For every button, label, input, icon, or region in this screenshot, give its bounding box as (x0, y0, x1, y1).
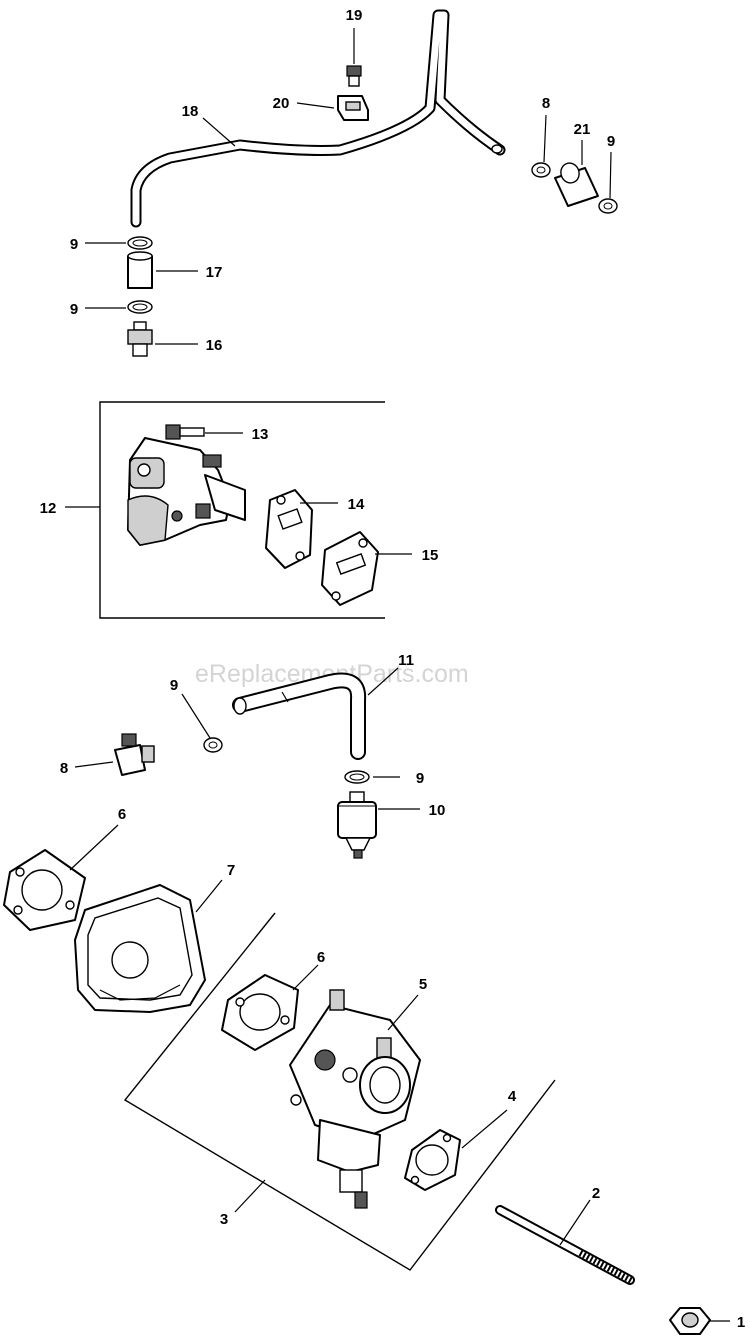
callout-2: 2 (592, 1185, 600, 1202)
callout-14: 14 (348, 496, 365, 513)
callout-9-mid-right: 9 (416, 770, 424, 787)
screw-part-19 (346, 65, 362, 87)
callout-9-top: 9 (607, 133, 615, 150)
hose-clamp-part-9-top (598, 198, 618, 214)
callout-7: 7 (227, 862, 235, 879)
callout-13: 13 (252, 426, 269, 443)
callout-18: 18 (182, 103, 199, 120)
callout-21: 21 (574, 121, 591, 138)
hose-clamp-part-9-mid-right (344, 770, 370, 784)
callout-17: 17 (206, 264, 223, 281)
hose-part-17 (127, 251, 153, 289)
callout-9-lower: 9 (70, 301, 78, 318)
callout-1: 1 (737, 1314, 745, 1331)
heat-shield-part-7 (74, 884, 206, 1013)
callout-8-top: 8 (542, 95, 550, 112)
stud-part-2 (495, 1205, 635, 1285)
callout-20: 20 (273, 95, 290, 112)
elbow-fitting-part-8 (114, 733, 155, 776)
callout-11: 11 (398, 652, 414, 669)
gasket-part-14 (265, 489, 313, 569)
nut-part-1 (669, 1307, 711, 1335)
gasket-part-6-left (3, 849, 86, 931)
hose-clamp-part-9-upper (127, 236, 153, 250)
callout-12: 12 (40, 500, 57, 517)
hose-clamp-part-9-mid-left (203, 737, 223, 753)
carburetor-group-frame (123, 912, 556, 1271)
hose-clamp-part-9-lower (127, 300, 153, 314)
screw-part-13 (165, 424, 205, 440)
callout-10: 10 (429, 802, 446, 819)
callout-6-inner: 6 (317, 949, 325, 966)
fuel-pump-part-12 (127, 437, 246, 546)
fuel-filter-part-10 (337, 791, 377, 859)
diaphragm-part-15 (321, 531, 379, 606)
hose-clamp-part-8-top (531, 162, 551, 178)
leader-lines (65, 28, 730, 1322)
fuel-line-part-11 (232, 672, 367, 760)
fuel-line-part-18 (130, 9, 506, 228)
callout-labels: 19 20 18 8 21 9 9 17 9 16 13 12 14 15 11… (40, 7, 746, 1331)
fuel-pump-group-frame (99, 401, 385, 619)
carburetor-part-5 (289, 989, 421, 1209)
callout-15: 15 (422, 547, 439, 564)
callout-4: 4 (508, 1088, 517, 1105)
callout-6-left: 6 (118, 806, 126, 823)
callout-5: 5 (419, 976, 427, 993)
callout-8-mid: 8 (60, 760, 68, 777)
callout-16: 16 (206, 337, 223, 354)
gasket-part-4 (404, 1129, 461, 1191)
callout-3: 3 (220, 1211, 228, 1228)
callout-19: 19 (346, 7, 363, 24)
callout-9-upper: 9 (70, 236, 78, 253)
gasket-part-6-inner (221, 974, 299, 1051)
callout-9-mid-left: 9 (170, 677, 178, 694)
clip-part-20 (337, 95, 369, 121)
fitting-part-16 (127, 321, 153, 357)
hose-part-21 (554, 162, 599, 207)
